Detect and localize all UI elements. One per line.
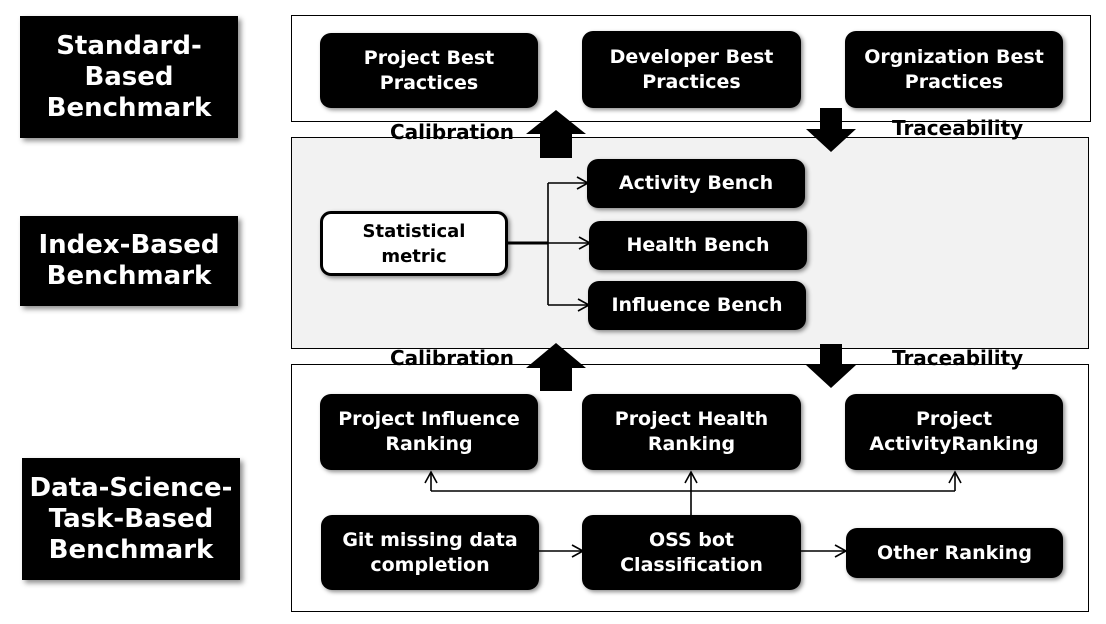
data-science-task-based-benchmark-label: Data-Science- Task-Based Benchmark [22,458,240,580]
traceability-label-top: Traceability [892,116,1024,140]
traceability-down-arrow-top [806,108,856,152]
calibration-label-bottom: Calibration [390,346,514,370]
activity-bench-node: Activity Bench [587,159,805,208]
traceability-down-arrow-bottom [806,344,856,388]
calibration-up-arrow-bottom [526,343,586,391]
standard-based-benchmark-label: Standard- Based Benchmark [20,16,238,138]
project-activity-ranking-node: Project ActivityRanking [845,394,1063,470]
calibration-up-arrow-top [526,110,586,158]
calibration-label-top: Calibration [390,120,514,144]
statistical-metric-node: Statistical metric [320,211,508,276]
oss-bot-classification-node: OSS bot Classification [582,515,801,590]
influence-bench-node: Influence Bench [588,281,806,330]
standard-panel [291,15,1091,122]
other-ranking-node: Other Ranking [846,528,1063,578]
data-science-panel [291,364,1089,612]
project-health-ranking-node: Project Health Ranking [582,394,801,470]
developer-best-practices-node: Developer Best Practices [582,31,801,108]
organization-best-practices-node: Orgnization Best Practices [845,31,1063,108]
git-missing-data-node: Git missing data completion [321,515,539,590]
project-best-practices-node: Project Best Practices [320,33,538,108]
project-influence-ranking-node: Project Influence Ranking [320,394,538,470]
health-bench-node: Health Bench [589,221,807,270]
traceability-label-bottom: Traceability [892,346,1024,370]
index-based-benchmark-label: Index-Based Benchmark [20,216,238,306]
